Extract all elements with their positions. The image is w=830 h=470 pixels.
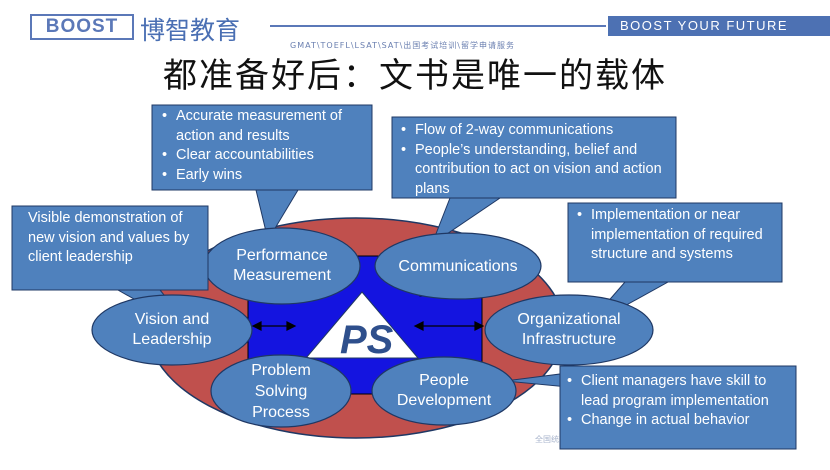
- ps-triangle: [304, 291, 420, 359]
- callout-vision-box: [11, 205, 209, 291]
- brand-name-cn: 博智教育: [140, 16, 241, 45]
- footer-text: 全国统: [535, 435, 559, 444]
- node-people-label: People Development: [396, 372, 492, 409]
- brand-logo: BOOST: [30, 14, 134, 40]
- callout-vision: Visible demonstration of new vision and …: [28, 210, 190, 265]
- callout-communications: Flow of 2-way communications People’s un…: [397, 121, 673, 199]
- callout-organizational: Implementation or near implementation of…: [573, 206, 773, 265]
- callout-people-item: Change in actual behavior: [567, 411, 791, 431]
- callout-performance-item: Early wins: [162, 166, 368, 186]
- callout-people: Client managers have skill to lead progr…: [563, 372, 791, 431]
- center-ps-label: PS: [340, 318, 394, 362]
- arrow-org-head-right: [474, 321, 485, 331]
- node-vision: [91, 294, 253, 366]
- node-vision-label: Vision and Leadership: [132, 311, 212, 348]
- slogan-banner: BOOST YOUR FUTURE: [608, 16, 830, 36]
- node-people: [371, 356, 517, 426]
- callout-performance: Accurate measurement of action and resul…: [158, 107, 368, 185]
- callout-communications-item: People’s understanding, belief and contr…: [401, 141, 673, 200]
- node-organizational: [484, 294, 654, 366]
- callout-people-item: Client managers have skill to lead progr…: [567, 372, 791, 411]
- node-problem-label: Problem Solving Process: [251, 362, 311, 421]
- header-subtitle: GMAT\TOEFL\LSAT\SAT\出国考试培训\留学申请服务: [290, 41, 515, 50]
- callout-performance-item: Clear accountabilities: [162, 146, 368, 166]
- node-problem: [210, 354, 352, 428]
- arrow-vision-head-right: [286, 321, 297, 331]
- node-communications: [374, 232, 542, 300]
- arrow-org-head-left: [413, 321, 424, 331]
- node-communications-label: Communications: [398, 258, 518, 275]
- callout-organizational-item: Implementation or near implementation of…: [577, 206, 773, 265]
- slide-title: 都准备好后：文书是唯一的载体: [163, 56, 667, 96]
- node-performance-label: Performance Measurement: [233, 247, 331, 284]
- header-divider: [270, 25, 606, 27]
- callout-performance-item: Accurate measurement of action and resul…: [162, 107, 368, 146]
- arrow-vision-head-left: [251, 321, 262, 331]
- node-organizational-label: Organizational Infrastructure: [517, 311, 621, 348]
- callout-communications-item: Flow of 2-way communications: [401, 121, 673, 141]
